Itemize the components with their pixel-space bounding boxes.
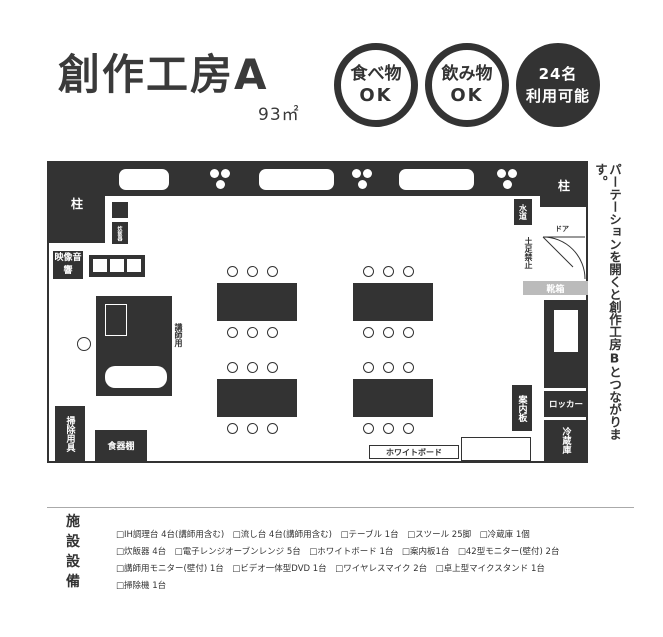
instructor-label: 講師用 — [174, 323, 183, 347]
stool — [227, 423, 238, 434]
stool — [247, 327, 258, 338]
work-table — [353, 379, 433, 417]
door-label: ドア — [555, 225, 569, 233]
instructor-stove — [105, 304, 127, 336]
ih-stove-icon — [209, 168, 231, 190]
whiteboard: ホワイトボード — [369, 445, 459, 459]
monitor — [127, 259, 141, 272]
stool — [77, 337, 91, 351]
stool — [267, 423, 278, 434]
room-area: 93㎡ — [258, 105, 300, 125]
partition-note: パーテーションを開くと創作工房Bとつながります。 — [593, 163, 622, 441]
stool — [403, 327, 414, 338]
sink — [259, 169, 334, 190]
stool — [227, 327, 238, 338]
drink-label: 飲み物 — [441, 64, 493, 84]
stool — [363, 266, 374, 277]
rice-cooker: 炊飯器 — [112, 222, 128, 244]
facility-line: □炊飯器 4台 □電子レンジオーブンレンジ 5台 □ホワイトボード 1台 □案内… — [116, 547, 560, 557]
facility-line: □講師用モニター(壁付) 1台 □ビデオ一体型DVD 1台 □ワイヤレスマイク … — [116, 564, 545, 574]
stool — [363, 327, 374, 338]
capacity-count: 24名 — [538, 65, 578, 83]
stool — [247, 362, 258, 373]
stool — [267, 266, 278, 277]
stool — [383, 423, 394, 434]
ih-stove-icon — [351, 168, 373, 190]
pillar-left: 柱 — [49, 163, 105, 243]
no-shoes-label: 土足禁止 — [524, 237, 533, 269]
stool — [363, 362, 374, 373]
room-title: 創作工房A — [58, 50, 269, 99]
dish-shelf: 食器棚 — [95, 430, 147, 461]
whiteboard-stand — [461, 437, 531, 461]
cabinet-window — [554, 310, 578, 352]
facility-line: □IH調理台 4台(講師用含む) □流し台 4台(講師用含む) □テーブル 1台… — [116, 530, 530, 540]
ih-stove-icon — [496, 168, 518, 190]
stool — [383, 362, 394, 373]
work-table — [353, 283, 433, 321]
stool — [403, 423, 414, 434]
stool — [267, 327, 278, 338]
drink-ok-badge: 飲み物 OK — [425, 43, 509, 127]
stool — [267, 362, 278, 373]
drink-ok: OK — [450, 85, 484, 106]
facility-line: □掃除機 1台 — [116, 581, 167, 591]
outlet-box — [112, 202, 128, 218]
water-tap: 水道 — [514, 199, 532, 225]
guide-board: 案内板 — [512, 385, 532, 431]
stool — [247, 266, 258, 277]
door-swing-icon — [542, 236, 586, 280]
capacity-label: 利用可能 — [525, 87, 590, 105]
sink — [399, 169, 474, 190]
fridge: 冷蔵庫 — [544, 420, 588, 461]
stool — [227, 266, 238, 277]
work-table — [217, 283, 297, 321]
food-ok: OK — [359, 85, 393, 106]
stool — [227, 362, 238, 373]
monitor — [93, 259, 107, 272]
work-table — [217, 379, 297, 417]
instructor-sink — [105, 366, 167, 388]
divider — [47, 507, 634, 508]
stool — [403, 362, 414, 373]
shoe-box: 靴箱 — [523, 281, 588, 295]
stool — [403, 266, 414, 277]
food-ok-badge: 食べ物 OK — [334, 43, 418, 127]
stool — [383, 266, 394, 277]
food-label: 食べ物 — [350, 64, 402, 84]
monitor — [110, 259, 124, 272]
stool — [247, 423, 258, 434]
sink — [119, 169, 169, 190]
cleaning-tools: 掃除用具 — [55, 406, 85, 461]
capacity-badge: 24名 利用可能 — [516, 43, 600, 127]
floor-plan: 柱 柱 炊飯器 映像音響 講師用 掃除用具 食器棚 — [47, 161, 588, 463]
stool — [383, 327, 394, 338]
facilities-title: 施設設備 — [66, 514, 80, 590]
locker: ロッカー — [544, 391, 588, 417]
stool — [363, 423, 374, 434]
pillar-right: 柱 — [540, 163, 588, 207]
av-equipment: 映像音響 — [53, 251, 83, 279]
